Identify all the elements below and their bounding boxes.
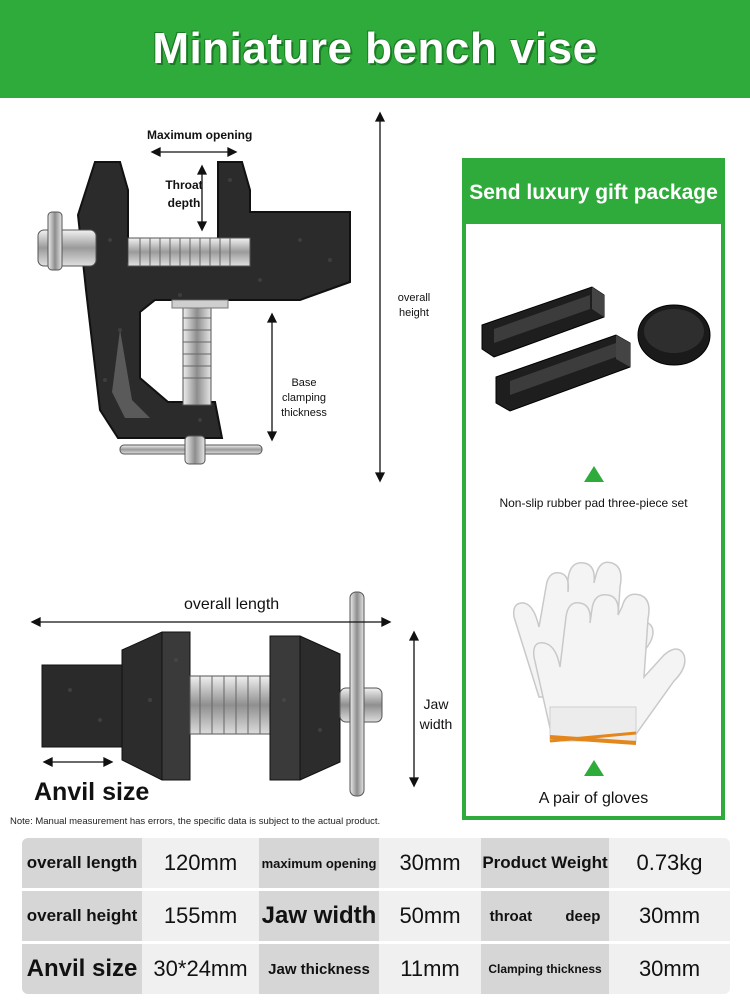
base-label-line3: thickness [281,407,327,419]
throat-depth-label-line2: depth [167,196,201,210]
gift-package-title: Send luxury gift package [469,181,718,204]
spec-value-jaw-width: 50mm [379,891,481,941]
spec-value-throat-deep: 30mm [609,891,730,941]
gloves-caption: A pair of gloves [538,790,649,807]
spec-row: overall length 120mm maximum opening 30m… [22,838,730,888]
spec-row: overall height 155mm Jaw width 50mm thro… [22,891,730,941]
spec-key-jaw-width: Jaw width [259,891,379,941]
spec-key-maximum-opening: maximum opening [259,838,379,888]
header-banner: Miniature bench vise [0,0,750,98]
spec-table: overall length 120mm maximum opening 30m… [22,838,730,994]
spec-value-overall-height: 155mm [142,891,259,941]
spec-key-jaw-thickness: Jaw thickness [259,944,379,994]
overall-length-label: overall length [184,596,280,613]
page-title: Miniature bench vise [152,24,598,73]
vise-top-view-illustration [30,591,420,797]
jaw-width-label-line2: width [419,716,453,732]
spec-value-jaw-thickness: 11mm [379,944,481,994]
anvil-size-label: Anvil size [34,778,150,806]
base-label-line1: Base [291,377,317,389]
throat-depth-label: Throat depth [163,176,205,212]
rubber-pads-illustration [481,286,711,412]
base-label-line2: clamping [281,392,327,404]
gloves-illustration [512,561,686,745]
gift-package-header: Send luxury gift package [466,162,721,224]
overall-height-label-line2: height [399,307,429,319]
spec-value-maximum-opening: 30mm [379,838,481,888]
overall-height-label-line1: overall [397,292,431,304]
vise-side-view-illustration [37,111,386,483]
spec-key-throat-deep: throat deep [481,891,609,941]
measurement-note: Note: Manual measurement has errors, the… [10,816,381,827]
overall-height-label: overall height [390,291,438,321]
spec-value-clamping-thickness: 30mm [609,944,730,994]
spec-value-product-weight: 0.73kg [609,838,730,888]
rubber-pads-caption: Non-slip rubber pad three-piece set [499,496,688,510]
max-opening-label: Maximum opening [147,128,253,142]
spec-key-anvil-size: Anvil size [22,944,142,994]
spec-key-product-weight: Product Weight [481,838,609,888]
spec-key-overall-length: overall length [22,838,142,888]
throat-depth-label-line1: Throat [165,178,203,192]
gift-package-panel: Send luxury gift package Non-slip rubber… [462,158,725,820]
spec-key-overall-height: overall height [22,891,142,941]
jaw-width-label: Jaw width [414,694,458,734]
spec-key-clamping-thickness: Clamping thickness [481,944,609,994]
spec-value-overall-length: 120mm [142,838,259,888]
spec-value-anvil-size: 30*24mm [142,944,259,994]
jaw-width-label-line1: Jaw [423,696,449,712]
spec-row: Anvil size 30*24mm Jaw thickness 11mm Cl… [22,944,730,994]
base-clamping-thickness-label: Base clamping thickness [280,376,328,421]
triangle-marker-icon [584,466,604,482]
triangle-marker-icon [584,760,604,776]
